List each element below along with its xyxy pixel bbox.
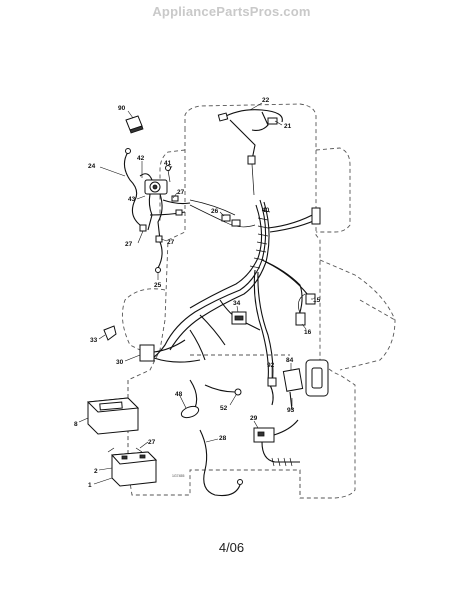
battery-1 — [107, 447, 158, 487]
callout-48: 48 — [175, 391, 183, 398]
main-harness-40 — [149, 199, 321, 386]
leader-lines — [78, 102, 313, 485]
module-34 — [231, 311, 247, 325]
callout-42: 42 — [137, 155, 145, 162]
ignition-switch-assembly — [123, 148, 191, 243]
callout-93: 93 — [287, 407, 295, 414]
callout-26: 26 — [211, 208, 219, 215]
callout-92: 92 — [267, 362, 275, 369]
callout-52: 52 — [220, 405, 228, 412]
tractor-outline — [121, 103, 396, 499]
top-harness-22 — [217, 109, 283, 196]
page-footer-date: 4/06 — [218, 540, 245, 555]
watermark: AppliancePartsPros.com — [152, 4, 311, 19]
callout-22: 22 — [262, 97, 270, 104]
relay-90 — [125, 115, 144, 134]
callout-1: 1 — [88, 482, 92, 489]
callout-84: 84 — [286, 357, 294, 364]
callout-27-a: 27 — [177, 189, 185, 196]
callout-8: 8 — [74, 421, 78, 428]
callout-43: 43 — [128, 196, 136, 203]
callout-16: 16 — [304, 329, 312, 336]
callout-28: 28 — [219, 435, 227, 442]
wire-25 — [155, 241, 163, 273]
battery-box-8 — [86, 397, 140, 435]
callout-40: 40 — [262, 207, 270, 214]
callout-41: 41 — [164, 160, 172, 167]
headlight-48-52 — [180, 379, 242, 419]
callout-labels: 90 22 21 24 42 41 43 27 27 27 26 40 25 3… — [74, 97, 321, 489]
seat-switch-84 — [267, 359, 329, 411]
callout-24: 24 — [88, 163, 96, 170]
connector-30 — [139, 339, 201, 363]
callout-29: 29 — [250, 415, 258, 422]
connector-29 — [253, 419, 300, 467]
callout-27-b: 27 — [125, 241, 133, 248]
bracket-33 — [103, 325, 117, 341]
callout-33: 33 — [90, 337, 98, 344]
callout-30: 30 — [116, 359, 124, 366]
callout-2: 2 — [94, 468, 98, 475]
switch-15-16 — [295, 293, 316, 326]
callout-27-d: 27 — [148, 439, 156, 446]
connector-26 — [189, 199, 256, 228]
callout-15: 15 — [313, 297, 321, 304]
callout-90: 90 — [118, 105, 126, 112]
drawing-code: 1G7455 — [172, 474, 185, 478]
callout-27-c: 27 — [167, 239, 175, 246]
callout-25: 25 — [154, 282, 162, 289]
callout-21: 21 — [284, 123, 292, 130]
cable-28 — [199, 429, 243, 497]
callout-34: 34 — [233, 300, 241, 307]
